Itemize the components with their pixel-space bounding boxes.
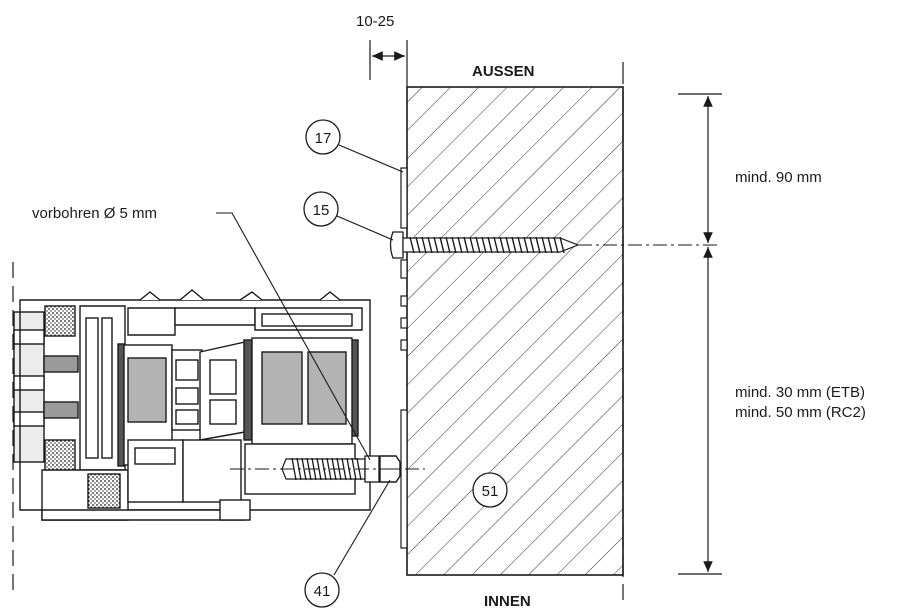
screw-thread-line — [547, 236, 553, 254]
wall-section — [406, 62, 624, 600]
screw-thread-line — [457, 236, 463, 254]
screw-thread-line — [511, 236, 517, 254]
screw-thread-line — [541, 236, 547, 254]
screw-thread-line — [523, 236, 529, 254]
screw-thread-line — [326, 457, 332, 481]
callout-41-number: 41 — [314, 583, 331, 600]
vertical-dimension — [678, 93, 722, 575]
screw-thread-line — [553, 236, 559, 254]
screw-thread-line — [475, 236, 481, 254]
outside-label: AUSSEN — [472, 63, 535, 80]
screw-thread-line — [445, 236, 451, 254]
screw-thread-line — [529, 236, 535, 254]
screw-thread-line — [493, 236, 499, 254]
dimension-etb-label: mind. 30 mm (ETB) — [735, 384, 865, 401]
screw-thread-line — [427, 236, 433, 254]
gap-dimension — [369, 40, 408, 87]
screw-top — [389, 231, 580, 259]
screw-thread-line — [415, 236, 421, 254]
screw-thread-line — [439, 236, 445, 254]
screw-thread-line — [451, 236, 457, 254]
predrill-note: vorbohren Ø 5 mm — [32, 205, 157, 222]
dimension-rc2-label: mind. 50 mm (RC2) — [735, 404, 866, 421]
screw-thread-line — [499, 236, 505, 254]
screw-thread-line — [517, 236, 523, 254]
callout-51: 51 — [472, 472, 508, 508]
window-profile — [12, 262, 371, 590]
screw-thread-line — [351, 457, 357, 481]
dimension-top-label: mind. 90 mm — [735, 169, 822, 186]
screw-thread-line — [421, 236, 427, 254]
screw-thread-line — [505, 236, 511, 254]
predrill-leader — [216, 212, 371, 461]
screw-thread-line — [409, 236, 415, 254]
callout-51-number: 51 — [482, 483, 499, 500]
callout-17: 17 — [305, 119, 404, 173]
callout-41: 41 — [304, 479, 391, 608]
mounting-plate — [400, 167, 408, 549]
callout-17-number: 17 — [315, 130, 332, 147]
screw-thread-line — [559, 236, 565, 254]
screw-thread-line — [301, 457, 307, 481]
screw-thread-line — [469, 236, 475, 254]
callout-15-number: 15 — [313, 202, 330, 219]
screw-thread-line — [535, 236, 541, 254]
screw-thread-line — [433, 236, 439, 254]
callout-15: 15 — [303, 191, 394, 241]
inside-label: INNEN — [484, 593, 531, 610]
screw-thread-line — [463, 236, 469, 254]
screw-thread-line — [487, 236, 493, 254]
screw-thread-line — [481, 236, 487, 254]
gap-range-label: 10-25 — [356, 13, 394, 30]
